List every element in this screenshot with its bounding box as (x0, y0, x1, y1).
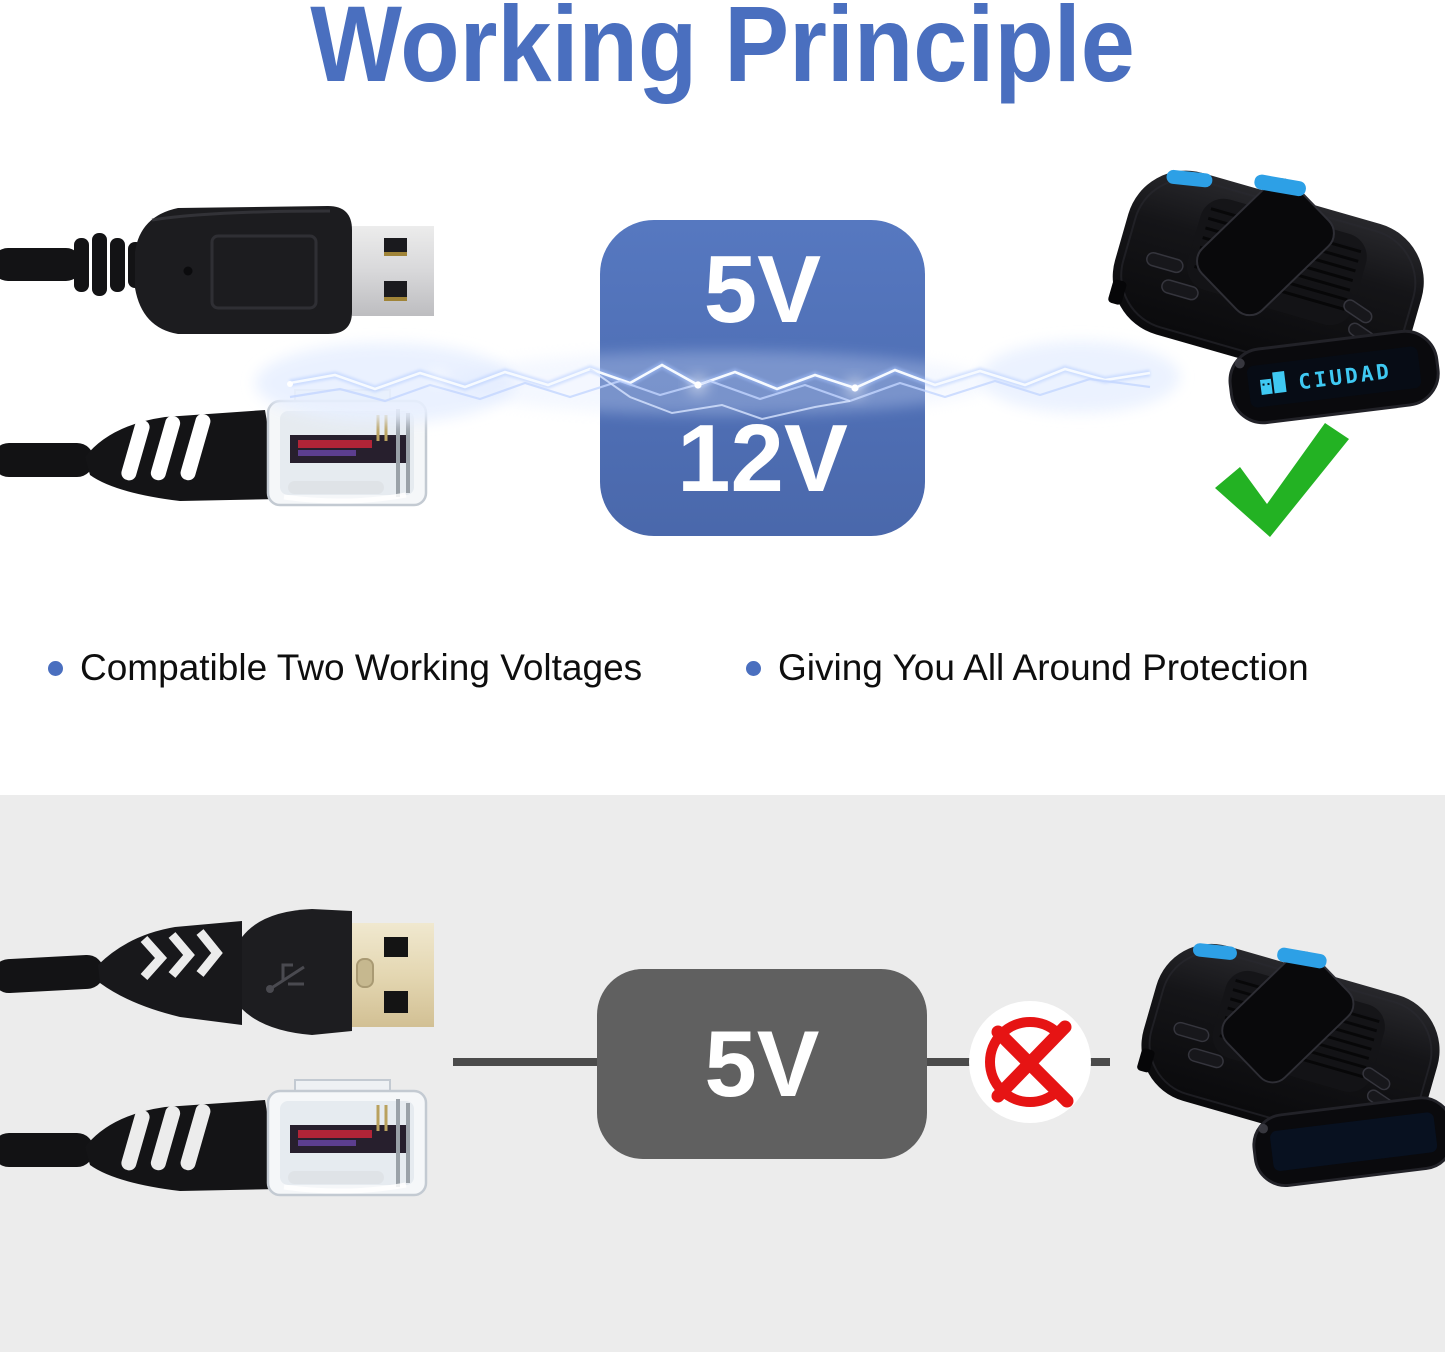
voltage-5v-only-label: 5V (704, 1010, 820, 1116)
chevron-grips (140, 929, 223, 981)
page-title: Working Principle (310, 0, 1135, 104)
check-icon (1215, 423, 1349, 537)
wire-line-left (453, 1058, 599, 1066)
city-mode-icon (1259, 371, 1287, 395)
usb-a-plug-photo-top (0, 206, 434, 334)
bullet-dot (48, 660, 63, 676)
voltage-12v-label: 12V (677, 405, 848, 513)
voltage-box-gray: 5V (597, 969, 927, 1159)
usb-a-plug-photo-bottom (0, 909, 434, 1035)
cross-circle-icon (969, 1001, 1091, 1123)
feature-bullet-voltages: Compatible Two Working Voltages (48, 646, 642, 690)
usb-trident-logo (266, 963, 305, 993)
detector-display-off (1270, 1112, 1438, 1171)
lightning-spark-icon (255, 341, 1180, 423)
bullet-text: Compatible Two Working Voltages (80, 647, 643, 688)
spark-flashes (287, 369, 864, 397)
bullet-dot (746, 660, 761, 676)
radar-detector-photo-bottom (1126, 907, 1445, 1191)
wire-line-mid (927, 1058, 975, 1066)
feature-bullet-protection: Giving You All Around Protection (746, 646, 1309, 690)
voltage-5v-label: 5V (703, 236, 822, 343)
rj11-plug-photo-bottom (0, 1085, 450, 1215)
bullet-text: Giving You All Around Protection (778, 647, 1309, 688)
radar-detector-photo-top: CIUDAD (1097, 132, 1445, 428)
wire-line-right (1086, 1058, 1110, 1066)
cable-strain-rings (74, 233, 143, 296)
